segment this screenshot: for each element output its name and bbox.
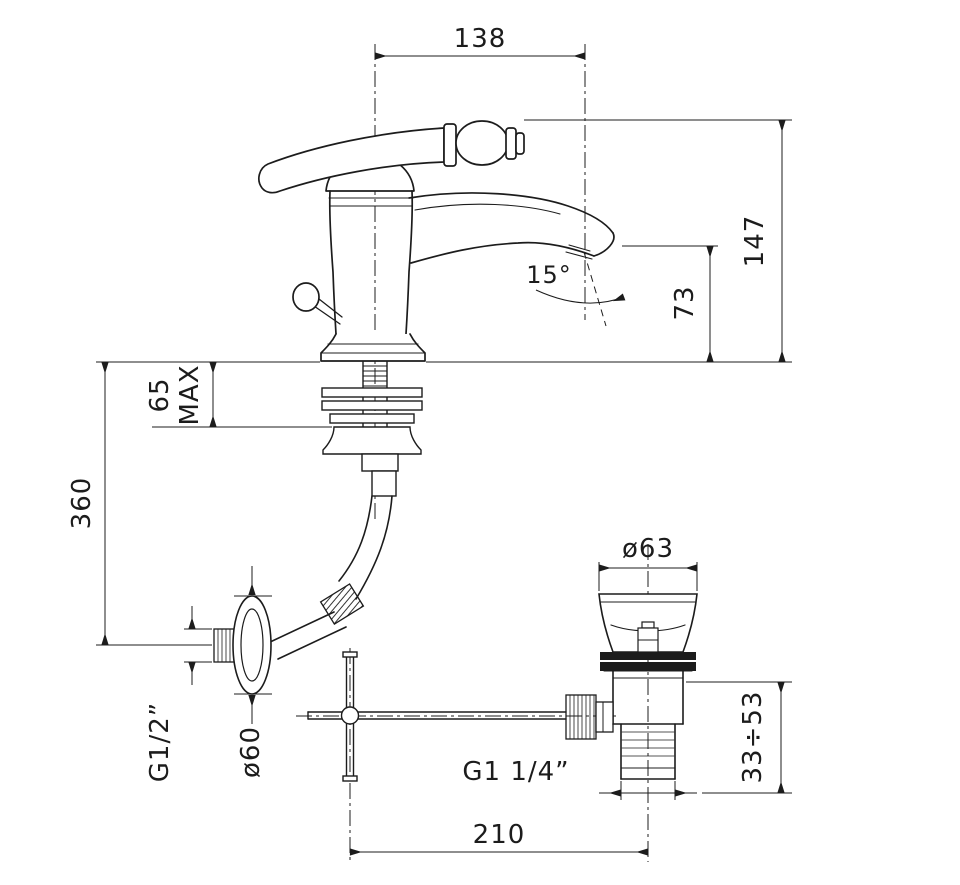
dim-label-spout-angle: 15° <box>526 261 572 289</box>
inlet-pipe-top <box>267 611 335 644</box>
washer-plate-2 <box>321 400 423 411</box>
hose-outer-curve <box>338 495 373 582</box>
inlet-pipe-bottom <box>277 626 347 660</box>
dim-label-inlet-thread: G1/2” <box>145 702 175 782</box>
dim-label-spout-height: 73 <box>670 285 700 320</box>
wall-rosette-outer <box>232 595 272 695</box>
mounting-hardware <box>321 361 423 497</box>
body-left-profile <box>328 190 337 335</box>
aerator-line-2 <box>568 244 591 252</box>
pop-up-side-knob <box>292 282 343 325</box>
pop-up-drain <box>565 593 698 780</box>
dimension-labels: 138 147 73 15° 65 MAX 360 ø63 ø60 G1/2” … <box>67 24 770 850</box>
body-right-profile <box>405 190 414 335</box>
aerator-line-1 <box>565 251 593 260</box>
dim-label-overall-height: 147 <box>740 215 770 268</box>
gasket-band-upper <box>600 652 696 660</box>
spout-bottom-profile <box>410 241 595 264</box>
vertical-rod-top-cap <box>342 651 358 658</box>
spout-top-profile <box>408 192 614 234</box>
dimension-lines <box>96 52 792 856</box>
faucet-body <box>258 120 615 362</box>
dim-label-waste-thread: G1 1/4” <box>462 757 569 787</box>
spout-contour-line <box>414 203 561 215</box>
washer-plate-1 <box>321 387 423 398</box>
dim-label-rosette-dia: ø60 <box>236 726 266 778</box>
rod-boss-collar <box>595 701 614 733</box>
hose-inner-curve <box>355 495 393 600</box>
dim-label-max-word: MAX <box>175 364 205 425</box>
handle-knob-ball <box>455 120 509 166</box>
washer-plate-3 <box>329 413 415 424</box>
dim-label-supply-drop: 360 <box>67 477 97 530</box>
vertical-rod-bottom-cap <box>342 775 358 782</box>
rod-boss-knurled <box>565 694 597 740</box>
hose-coupling <box>371 470 397 497</box>
dim-label-waste-flange-dia: ø63 <box>622 534 674 564</box>
supply-hose-and-inlet <box>213 495 393 695</box>
base-skirt <box>320 333 426 362</box>
bell-washer <box>322 426 422 455</box>
gasket-band-lower <box>600 662 696 671</box>
shank-thread-ticks <box>362 365 388 387</box>
wall-rosette-inner <box>240 608 264 682</box>
tailpiece-thread-shading <box>621 731 675 757</box>
handle-knob-end <box>505 127 517 160</box>
dim-label-axis-distance: 210 <box>473 820 526 850</box>
shank-nut <box>361 453 399 472</box>
rod-ball-joint <box>340 706 360 725</box>
plug-stem-top <box>641 621 655 629</box>
lever-handle-arm <box>258 127 445 194</box>
water-stream-dashed-line <box>583 251 607 327</box>
handle-knob-ring <box>443 123 457 167</box>
handle-knob-cap <box>515 132 525 155</box>
spout-end-face <box>593 232 615 257</box>
dim-label-spout-reach: 138 <box>454 24 507 54</box>
dim-label-waste-range: 33÷53 <box>738 691 768 784</box>
angle-arc-15deg <box>535 289 626 304</box>
pop-up-rod <box>307 651 567 782</box>
elbow-nut <box>319 583 365 625</box>
dim-label-max-deck: 65 <box>145 377 175 412</box>
